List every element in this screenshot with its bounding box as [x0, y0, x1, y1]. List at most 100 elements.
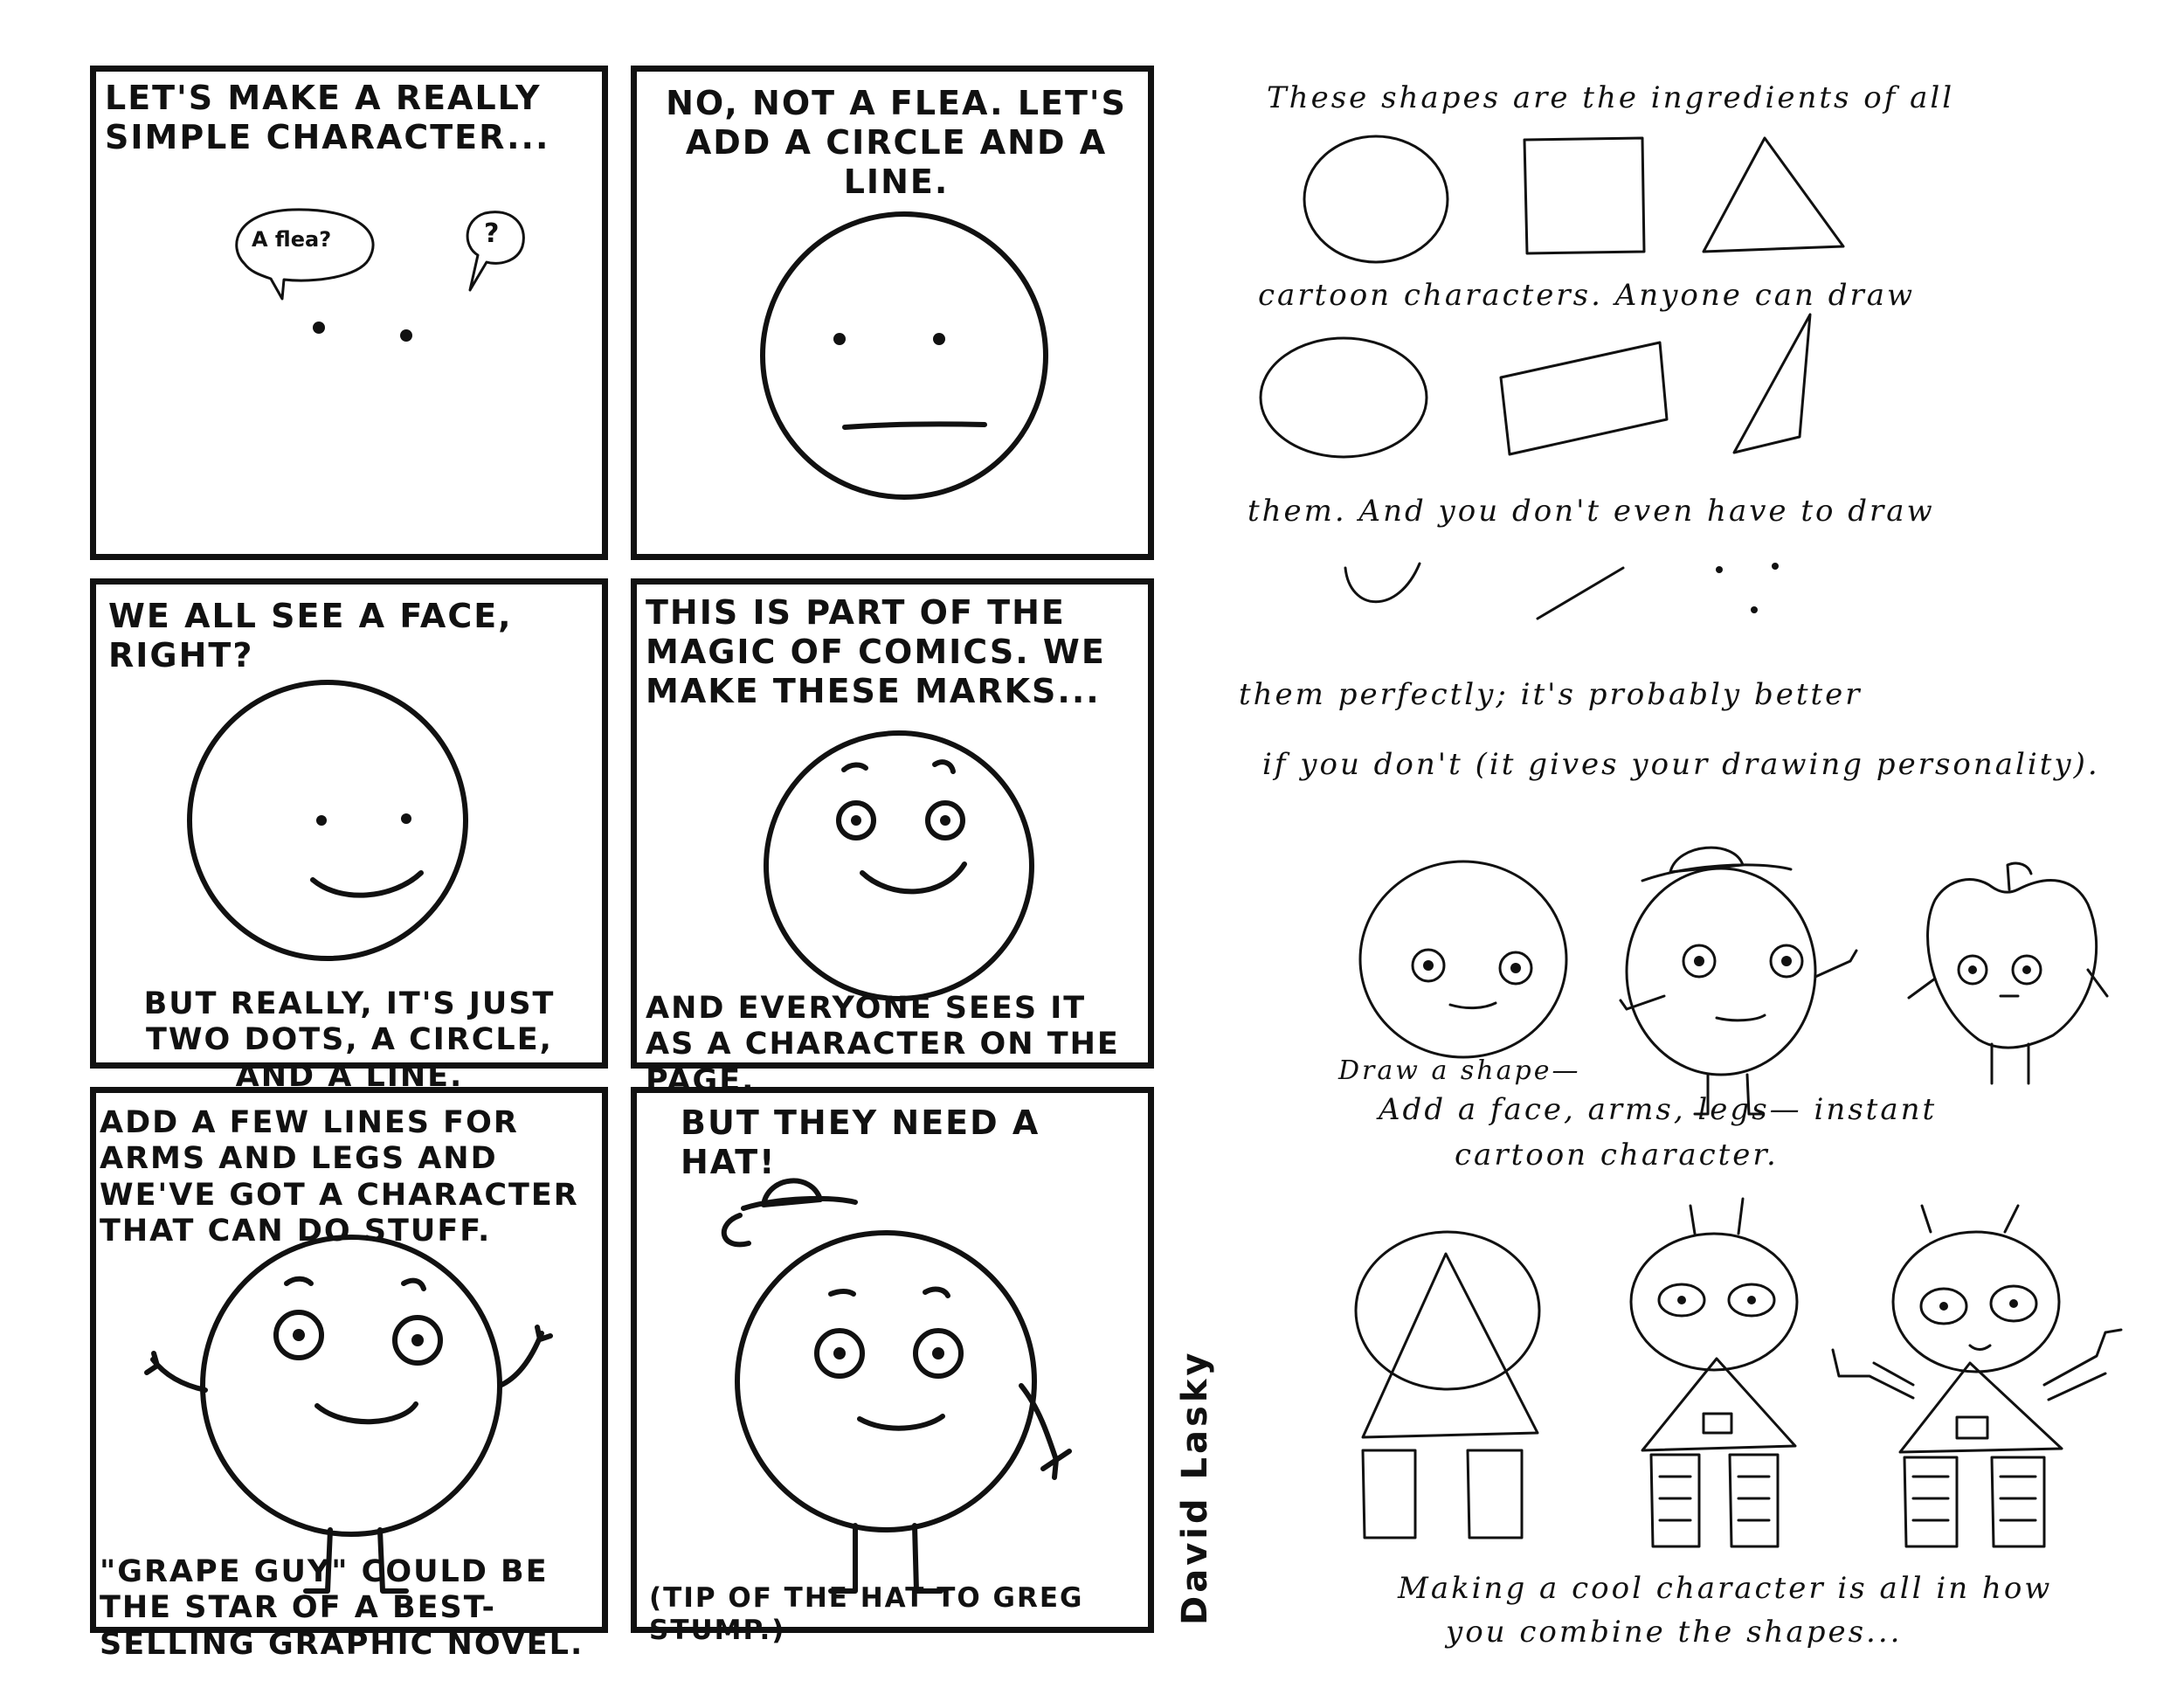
panel-1-caption: Let's make a really simple character...	[105, 79, 550, 156]
oval-shape	[1259, 336, 1428, 459]
panel-5-drawing	[144, 1235, 553, 1594]
robot2-antennae	[1689, 1197, 1745, 1235]
panel-6-caption-top: But they need a hat!	[681, 1103, 1040, 1181]
brow-right	[401, 1277, 426, 1291]
square-shape	[1523, 136, 1646, 255]
char1-body	[1358, 860, 1568, 1059]
eye-left	[273, 1310, 324, 1360]
robot2-leg-right	[1728, 1453, 1780, 1548]
char2-hat-crown	[1669, 846, 1745, 874]
row-3-marks	[1344, 562, 1779, 620]
robot2-body	[1641, 1357, 1797, 1452]
robot1-triangle	[1361, 1252, 1539, 1439]
brow-left	[841, 762, 868, 772]
triangle-shape	[1702, 136, 1845, 253]
brow-left	[828, 1289, 856, 1297]
note-line-4: them perfectly; it's probably better	[1239, 677, 1863, 712]
dot-mark-2	[1772, 563, 1779, 570]
speech-bubble-right	[466, 211, 525, 292]
leg-left	[828, 1523, 858, 1594]
panel-3-drawing	[187, 680, 468, 961]
panel-5-caption-bottom: "Grape Guy" could be the star of a best-…	[100, 1554, 584, 1662]
circle-shape	[1303, 135, 1449, 264]
panel-4-caption-top: This is part of the magic of comics. We …	[646, 593, 1106, 710]
eye-right	[392, 1315, 443, 1366]
sample-characters	[1358, 846, 2109, 1116]
leg-right	[912, 1523, 943, 1594]
eye-left	[316, 815, 327, 826]
pupil-left	[293, 1329, 305, 1341]
robot1-leg-right	[1466, 1449, 1524, 1539]
row-1-shapes	[1303, 135, 1845, 264]
eye-right	[933, 333, 945, 345]
body-circle	[735, 1230, 1037, 1532]
smile	[860, 861, 967, 895]
note-line-10: you combine the shapes...	[1446, 1615, 1903, 1650]
panel-1: Let's make a really simple character... …	[90, 66, 608, 560]
panel-3-caption-top: We all see a face, right?	[108, 597, 513, 675]
pupil-right	[932, 1347, 944, 1359]
dot-mark-3	[1751, 606, 1758, 613]
panel-2-drawing	[760, 211, 1048, 500]
robot3-body	[1898, 1361, 2063, 1454]
arm-left	[144, 1351, 208, 1393]
eye-right	[401, 813, 411, 824]
brow-right	[923, 1286, 950, 1298]
smile	[310, 870, 424, 898]
eye-right	[925, 800, 965, 841]
panel-1-drawing	[235, 208, 525, 342]
note-line-5: if you don't (it gives your drawing pers…	[1262, 747, 2100, 782]
leg-right	[377, 1527, 409, 1594]
char3-apple-body	[1926, 878, 2098, 1049]
note-line-7: Add a face, arms, legs— instant	[1379, 1092, 1938, 1127]
robot1-head-oval	[1354, 1230, 1541, 1391]
panel-6-drawing	[721, 1178, 1072, 1594]
robot-construction	[1354, 1197, 2123, 1548]
note-line-1: These shapes are the ingredients of all	[1267, 80, 1955, 115]
dot-mark-1	[1716, 566, 1723, 573]
bubble-left-text: A flea?	[252, 227, 332, 252]
curve-mark	[1344, 562, 1421, 604]
robot2-head	[1629, 1232, 1799, 1372]
panel-3: We all see a face, right? But really, it…	[90, 578, 608, 1094]
eye-left	[814, 1328, 865, 1379]
smile	[857, 1414, 945, 1431]
char3-stem	[2006, 861, 2033, 891]
face-circle	[764, 730, 1034, 1001]
row-2-shapes	[1259, 313, 1812, 459]
eye-left	[833, 333, 846, 345]
line-mark	[1536, 566, 1625, 620]
pupil-left	[833, 1347, 846, 1359]
thin-triangle-shape	[1732, 313, 1812, 454]
panel-5: Add a few lines for arms and legs and we…	[90, 1087, 608, 1662]
eye-right	[913, 1328, 964, 1379]
dot-left	[313, 322, 325, 334]
mouth-line	[842, 421, 987, 430]
speech-bubble-left	[235, 208, 375, 301]
robot3-arm-right	[2042, 1328, 2123, 1401]
note-line-2: cartoon characters. Anyone can draw	[1258, 278, 1916, 313]
panel-6-caption-bottom: (Tip of the hat to Greg Stump.)	[649, 1582, 1084, 1646]
note-line-6: Draw a shape—	[1338, 1055, 1581, 1086]
robot3-antennae	[1920, 1204, 2020, 1234]
robot3-arm-left	[1831, 1348, 1915, 1400]
panel-6: But they need a hat! (Tip of the hat to …	[631, 1087, 1154, 1646]
robot3-leg-left	[1903, 1456, 1959, 1548]
pupil-right	[411, 1334, 424, 1346]
eye-left	[836, 800, 876, 841]
raised-arm	[721, 1213, 751, 1248]
face-circle	[187, 680, 468, 961]
rectangle-shape	[1499, 341, 1669, 456]
panel-4-drawing	[764, 730, 1034, 1001]
pupil-left	[851, 815, 861, 826]
arm-right	[1019, 1383, 1072, 1480]
char2-hat-brim	[1641, 863, 1793, 882]
arm-right	[497, 1325, 553, 1388]
note-line-8: cartoon character.	[1455, 1138, 1779, 1173]
brow-right	[932, 759, 956, 774]
panel-2: No, not a flea. Let's add a circle and a…	[631, 66, 1154, 560]
note-line-9: Making a cool character is all in how	[1398, 1571, 2053, 1606]
face-circle	[760, 211, 1048, 500]
panel-5-caption-top: Add a few lines for arms and legs and we…	[100, 1105, 579, 1249]
